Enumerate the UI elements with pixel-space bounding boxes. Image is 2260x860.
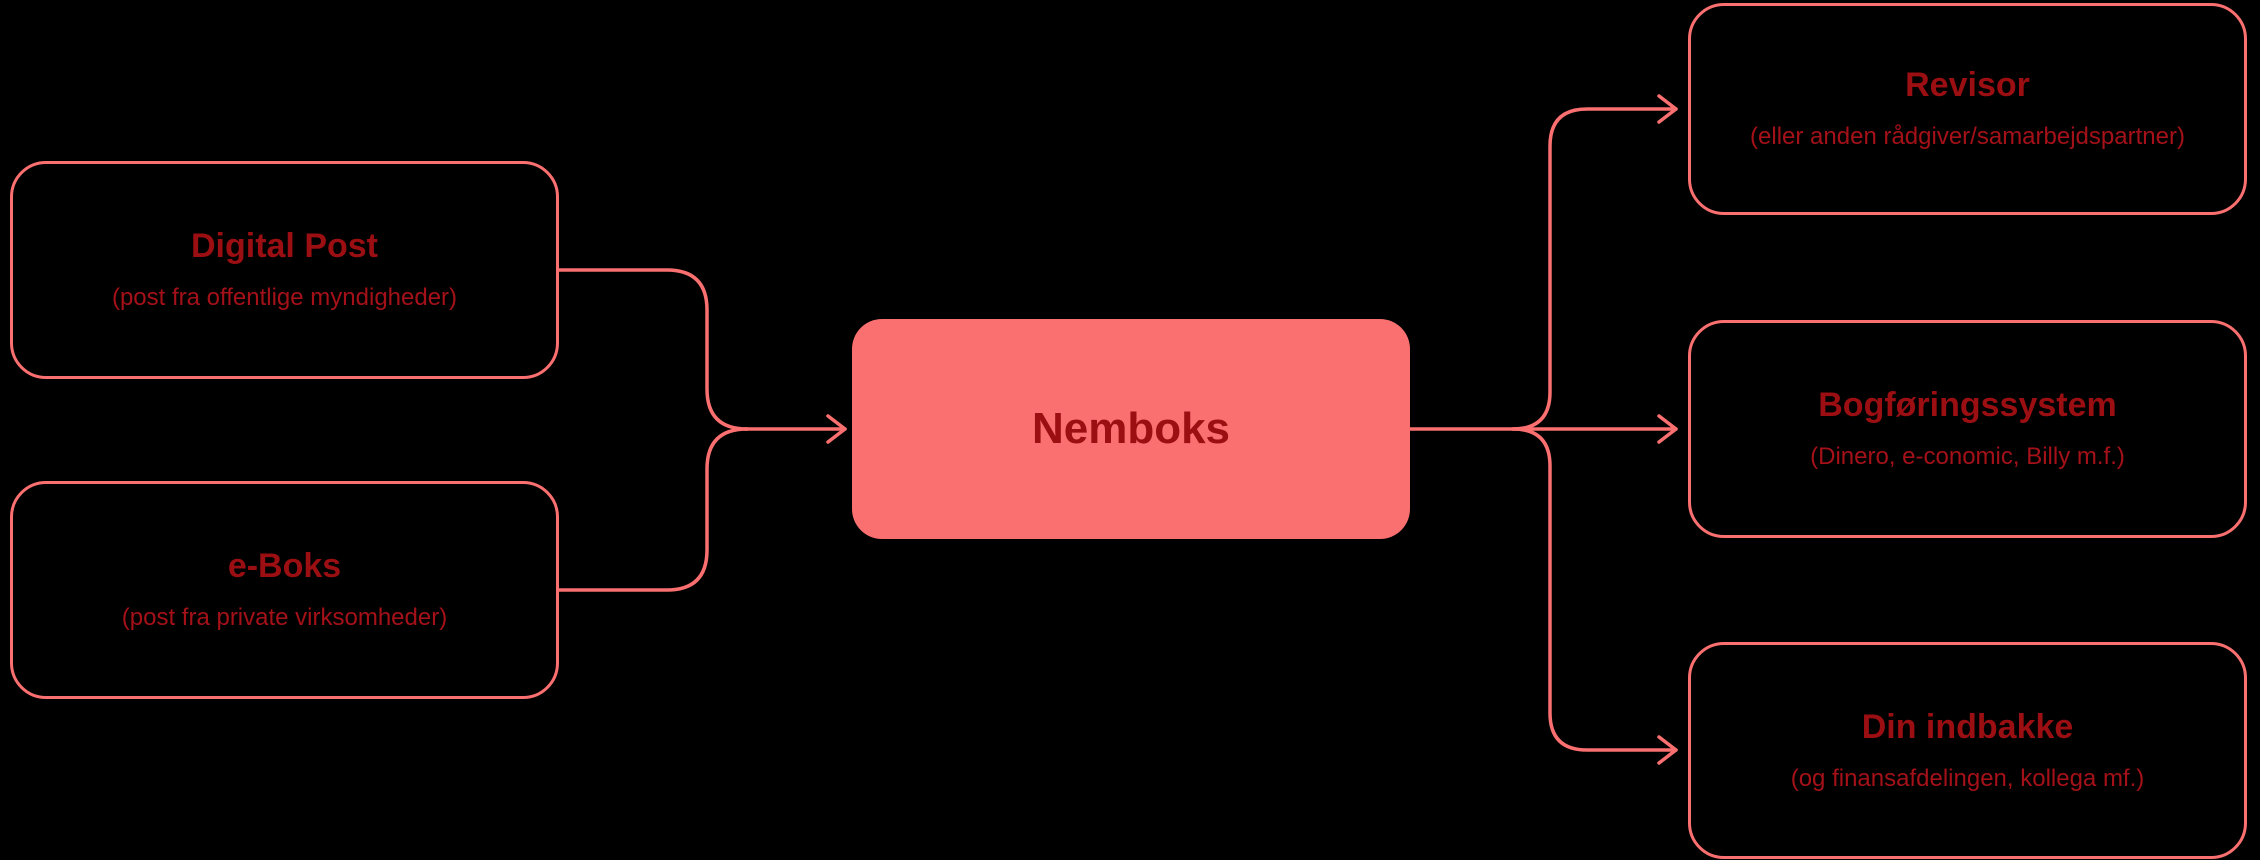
node-digital-post: Digital Post (post fra offentlige myndig…	[10, 161, 559, 379]
node-din-indbakke: Din indbakke (og finansafdelingen, kolle…	[1688, 642, 2247, 859]
node-e-boks-title: e-Boks	[227, 547, 342, 586]
node-din-indbakke-subtitle: (og finansafdelingen, kollega mf.)	[1790, 764, 2145, 792]
node-bogfoeringssystem-subtitle: (Dinero, e-conomic, Billy m.f.)	[1810, 443, 2125, 471]
connector-split-to-din-indbakke	[1511, 427, 1678, 765]
node-bogfoeringssystem: Bogføringssystem (Dinero, e-conomic, Bil…	[1688, 320, 2247, 538]
connector-e-boks-to-merge	[557, 427, 749, 592]
node-e-boks-subtitle: (post fra private virksomheder)	[121, 604, 448, 632]
node-digital-post-title: Digital Post	[190, 227, 379, 266]
node-digital-post-subtitle: (post fra offentlige myndigheder)	[111, 284, 458, 312]
node-e-boks: e-Boks (post fra private virksomheder)	[10, 481, 559, 699]
connector-digital-post-to-merge	[557, 268, 749, 431]
node-nemboks: Nemboks	[852, 319, 1410, 539]
connector-split-to-revisor	[1511, 94, 1678, 431]
node-revisor-title: Revisor	[1905, 66, 2030, 105]
node-nemboks-title: Nemboks	[1031, 403, 1231, 453]
node-din-indbakke-title: Din indbakke	[1861, 707, 2074, 746]
node-revisor: Revisor (eller anden rådgiver/samarbejds…	[1688, 3, 2247, 215]
node-revisor-subtitle: (eller anden rådgiver/samarbejdspartner)	[1750, 123, 2185, 151]
node-bogfoeringssystem-title: Bogføringssystem	[1818, 386, 2117, 425]
